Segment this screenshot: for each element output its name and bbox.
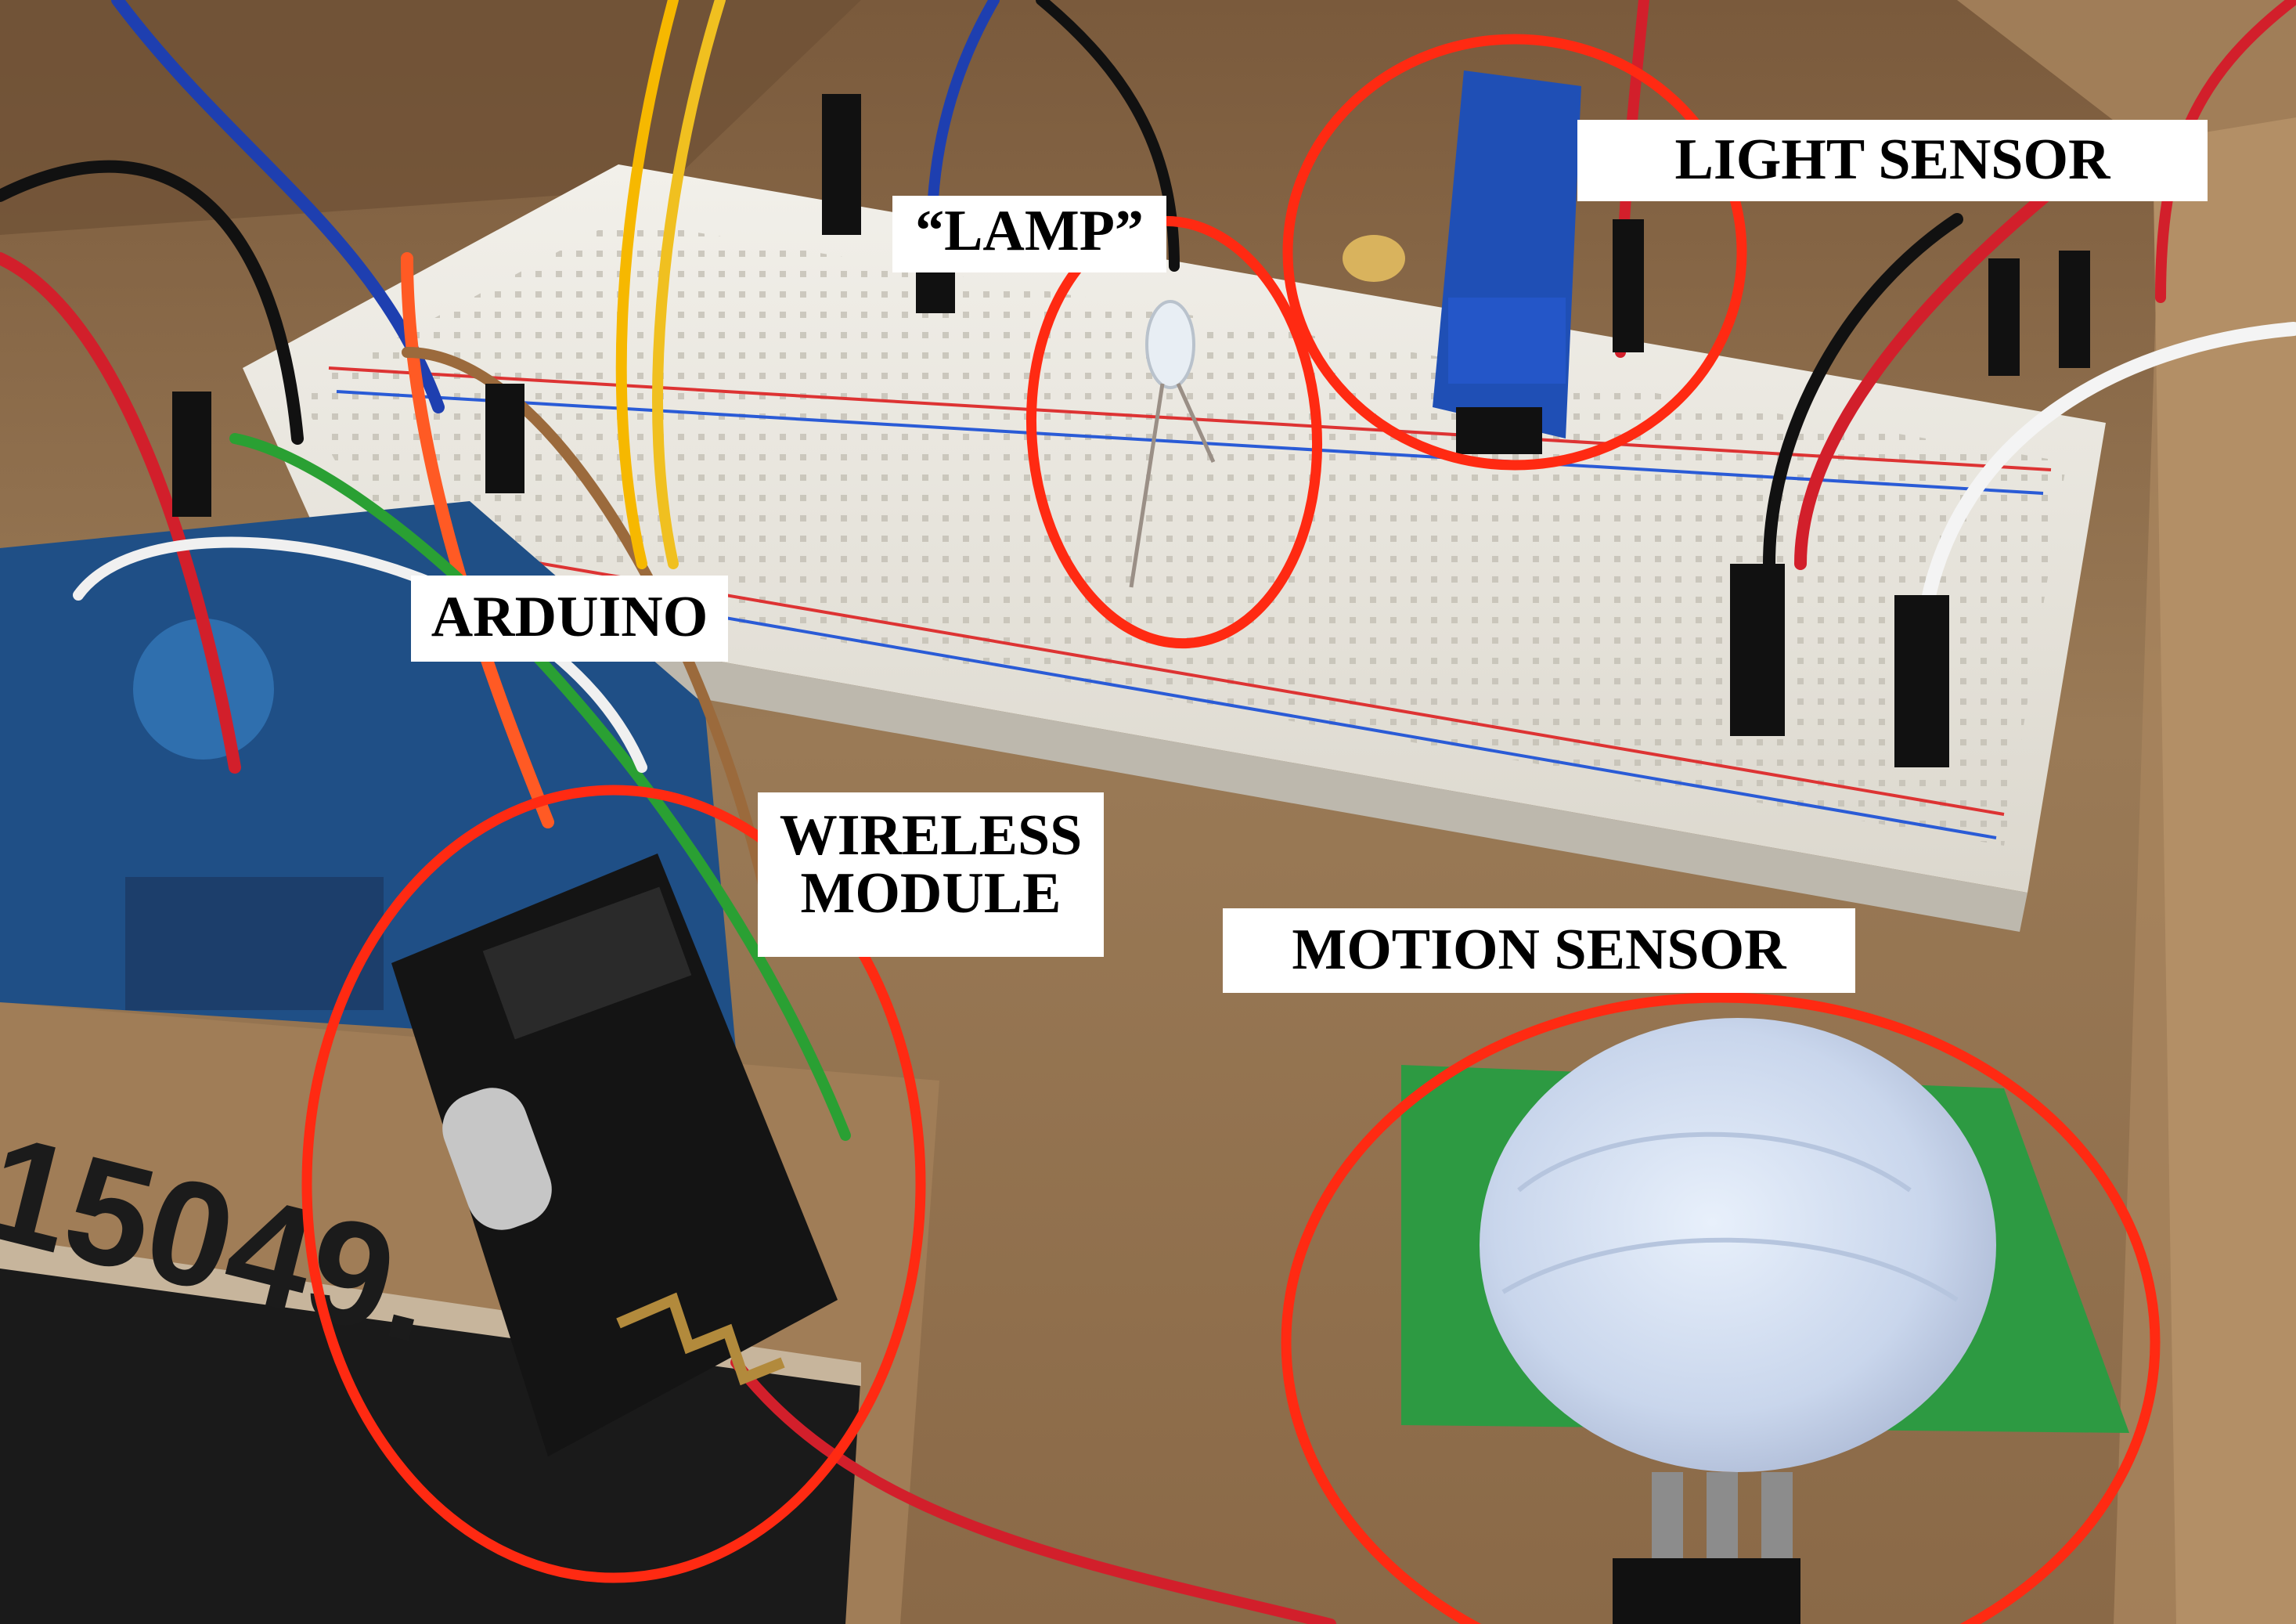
motion-sensor-highlight-circle — [1281, 992, 2161, 1624]
wire-connectors — [172, 94, 2090, 767]
wireless-module-label-line-1: WIRELESS — [779, 803, 1083, 868]
light-sensor-label-text: LIGHT SENSOR — [1674, 128, 2110, 192]
led-lamp — [1129, 300, 1216, 588]
motion-sensor-label: MOTION SENSOR — [1223, 908, 1855, 993]
motion-sensor-board — [1401, 1018, 2129, 1624]
light-sensor-highlight-circle — [1282, 34, 1747, 471]
lamp-label-text: “LAMP” — [915, 199, 1144, 263]
arduino-label-text: ARDUINO — [431, 585, 708, 649]
light-sensor-module — [1343, 70, 1581, 454]
highlight-circles — [301, 34, 2161, 1624]
wireless-module-board — [391, 854, 838, 1456]
wireless-module-label-line-2: MODULE — [800, 861, 1061, 926]
arduino-label: ARDUINO — [411, 576, 728, 662]
light-sensor-label: LIGHT SENSOR — [1577, 120, 2208, 201]
lamp-label: “LAMP” — [892, 196, 1166, 272]
wireless-module-label: WIRELESS MODULE — [758, 792, 1104, 957]
wireless-module-highlight-circle — [301, 785, 926, 1583]
motion-sensor-label-text: MOTION SENSOR — [1292, 918, 1786, 982]
